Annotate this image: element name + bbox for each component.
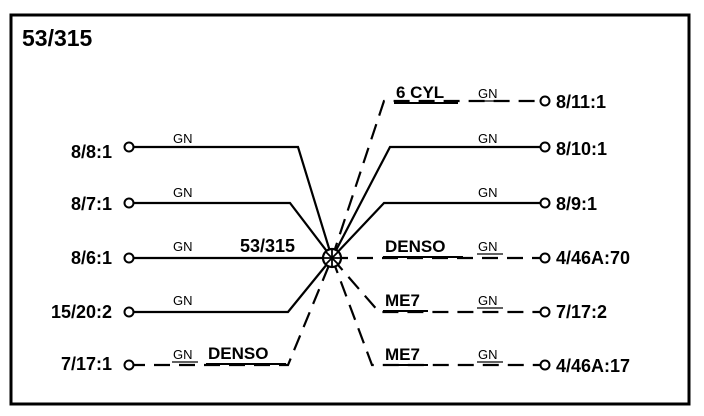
right-wire-color: GN [478,293,498,308]
right-wire-color: GN [478,86,498,101]
left-wire-color: GN [173,239,193,254]
right-terminal-label: 8/9:1 [556,194,597,214]
right-terminal-pin [539,252,551,264]
splice-node-icon [321,247,343,269]
right-option-tag: 6 CYL [396,83,444,102]
left-terminal-label: 7/17:1 [61,354,112,374]
right-terminal-label: 4/46A:17 [556,356,630,376]
left-wire-color: GN [173,185,193,200]
right-terminal-pin [539,359,551,371]
right-wire-color: GN [478,131,498,146]
right-option-tag: ME7 [385,291,420,310]
right-option-tag: ME7 [385,345,420,364]
right-terminal-pin [539,141,551,153]
right-wire-color: GN [478,239,498,254]
diagram-title: 53/315 [22,25,93,51]
left-wire-color: GN [173,131,193,146]
right-terminal-label: 8/10:1 [556,139,607,159]
left-terminal-pin [123,306,135,318]
left-wire-color: GN [173,293,193,308]
right-terminal-label: 8/11:1 [556,92,606,112]
left-terminal-pin [123,197,135,209]
right-option-tag: DENSO [385,237,445,256]
wire-7-17-1 [129,257,334,367]
left-terminal-pin [123,359,135,371]
right-wire-color: GN [478,185,498,200]
wire-8-11-1 [330,99,543,259]
right-terminal-label: 7/17:2 [556,302,607,322]
left-terminal-label: 8/6:1 [71,248,112,268]
wire-7-17-2 [331,257,543,314]
left-terminal-label: 15/20:2 [51,302,112,322]
wire-8-10-1 [331,145,543,259]
left-terminal-pin [123,141,135,153]
left-option-tag: DENSO [208,344,268,363]
right-terminal-pin [539,95,551,107]
diagram-frame [9,13,691,406]
splice-label: 53/315 [240,236,295,256]
wire-15-20-2 [129,257,333,314]
wire-8-9-1 [331,201,543,259]
wire-8-7-1 [129,201,333,259]
wire-4-46a-17 [330,257,543,367]
left-wire-color: GN [173,347,193,362]
right-terminal-pin [539,306,551,318]
right-wire-color: GN [478,347,498,362]
right-terminal-label: 4/46A:70 [556,248,630,268]
right-terminal-pin [539,197,551,209]
wire-8-8-1 [129,145,334,259]
left-terminal-pin [123,252,135,264]
left-terminal-label: 8/8:1 [71,142,112,162]
left-terminal-label: 8/7:1 [71,194,112,214]
